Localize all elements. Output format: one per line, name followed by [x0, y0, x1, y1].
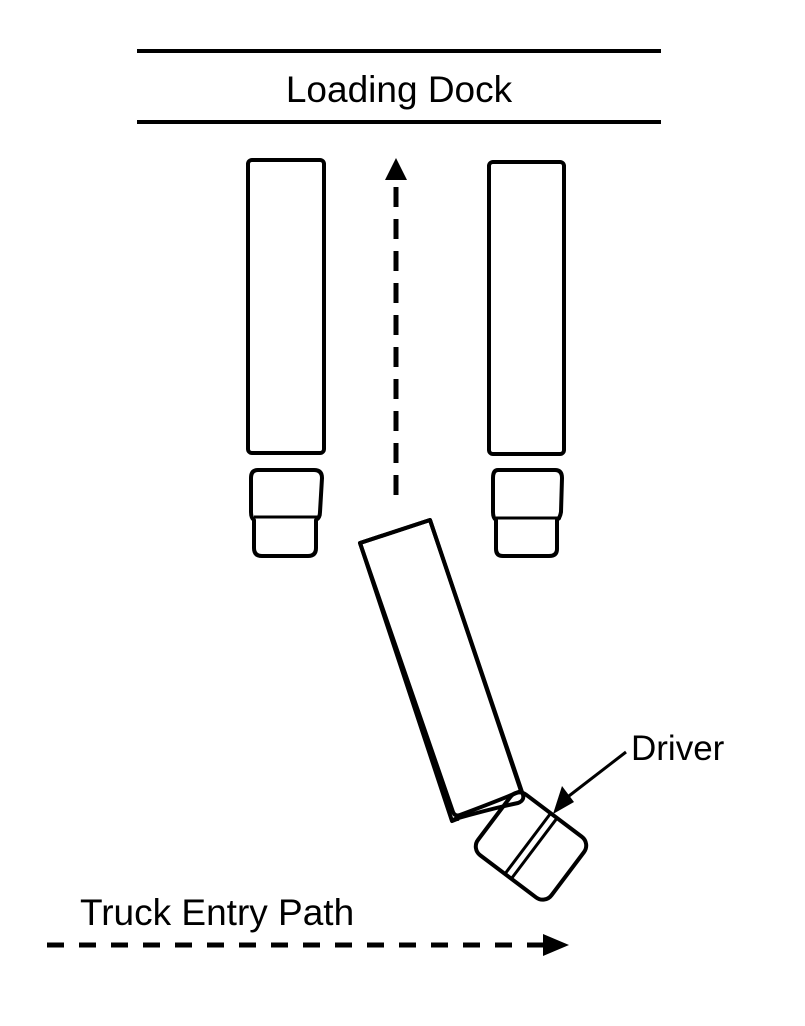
backing-path-arrow: [385, 158, 407, 495]
truck-entry-path-arrow: [47, 934, 569, 956]
driver-pointer-arrowhead: [553, 786, 574, 814]
angled-trailer: [358, 518, 526, 823]
angled-cab: [473, 790, 589, 902]
loading-dock-label: Loading Dock: [286, 69, 513, 110]
backing-path-arrowhead: [385, 158, 407, 180]
driver-label: Driver: [631, 729, 725, 768]
angled-trailer-outline: [358, 518, 523, 818]
left-trailer: [246, 158, 326, 455]
driver-pointer-arrow: [553, 750, 627, 814]
left-cab: [249, 468, 324, 558]
right-cab: [491, 468, 564, 558]
left-parked-truck: [246, 158, 326, 558]
driver-pointer-line: [564, 750, 627, 801]
right-trailer: [487, 160, 566, 456]
entry-path-arrowhead: [543, 934, 569, 956]
truck-entry-path-label: Truck Entry Path: [80, 892, 354, 933]
maneuvering-truck: [358, 518, 589, 902]
right-parked-truck: [487, 160, 566, 558]
